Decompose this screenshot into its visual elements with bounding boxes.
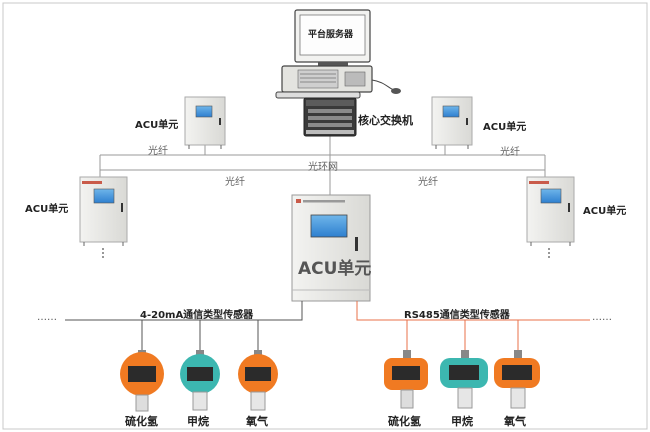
sensor-ch4-left: [180, 350, 220, 411]
mouse: [391, 88, 401, 94]
sensor-buses: [65, 301, 590, 352]
acu-cabinet-mid-right: [526, 176, 575, 258]
server-screen-text: 平台服务器: [308, 30, 354, 40]
core-switch: [303, 97, 357, 137]
platform-server: [275, 9, 401, 99]
acu-label-top-left: ACU单元: [135, 120, 179, 131]
acu-label-mid-right: ACU单元: [583, 206, 627, 217]
central-acu-cabinet: [291, 194, 371, 302]
bus-label-rs485: RS485通信类型传感器: [404, 310, 510, 321]
sensor-label-h2s-right: 硫化氢: [388, 415, 421, 428]
bus-4-20mA: [65, 301, 303, 321]
fiber-label-top-right: 光纤: [500, 147, 520, 158]
sensor-label-o2-left: 氧气: [246, 415, 268, 428]
keyboard: [275, 91, 361, 99]
fiber-label-mid-right: 光纤: [418, 177, 438, 188]
central-acu-label: ACU单元: [298, 259, 372, 279]
acu-label-top-right: ACU单元: [483, 122, 527, 133]
acu-label-mid-left: ACU单元: [25, 204, 69, 215]
bus-ellipsis-right: ……: [592, 312, 612, 323]
bus-rs485: [356, 301, 590, 321]
sensor-label-ch4-right: 甲烷: [451, 415, 473, 428]
core-switch-label: 核心交换机: [358, 114, 413, 127]
sensor-label-h2s-left: 硫化氢: [125, 415, 158, 428]
fiber-label-mid-left: 光纤: [225, 177, 245, 188]
sensor-o2-left: [238, 350, 278, 411]
sensor-h2s-right: [384, 350, 428, 409]
acu-cabinet-mid-left: [79, 176, 128, 258]
sensor-ch4-right: [440, 350, 488, 409]
sensor-label-ch4-left: 甲烷: [187, 415, 209, 428]
fiber-label-top-left: 光纤: [148, 146, 168, 157]
sensor-label-o2-right: 氧气: [504, 415, 526, 428]
acu-cabinet-top-left: [184, 96, 226, 149]
sensor-h2s-left: [120, 350, 164, 412]
sensor-o2-right: [494, 350, 540, 409]
bus-label-4-20mA: 4-20mA通信类型传感器: [140, 310, 254, 321]
acu-cabinet-top-right: [431, 96, 473, 149]
ring-network-label: 光环网: [308, 162, 338, 173]
bus-ellipsis-left: ……: [37, 312, 57, 323]
